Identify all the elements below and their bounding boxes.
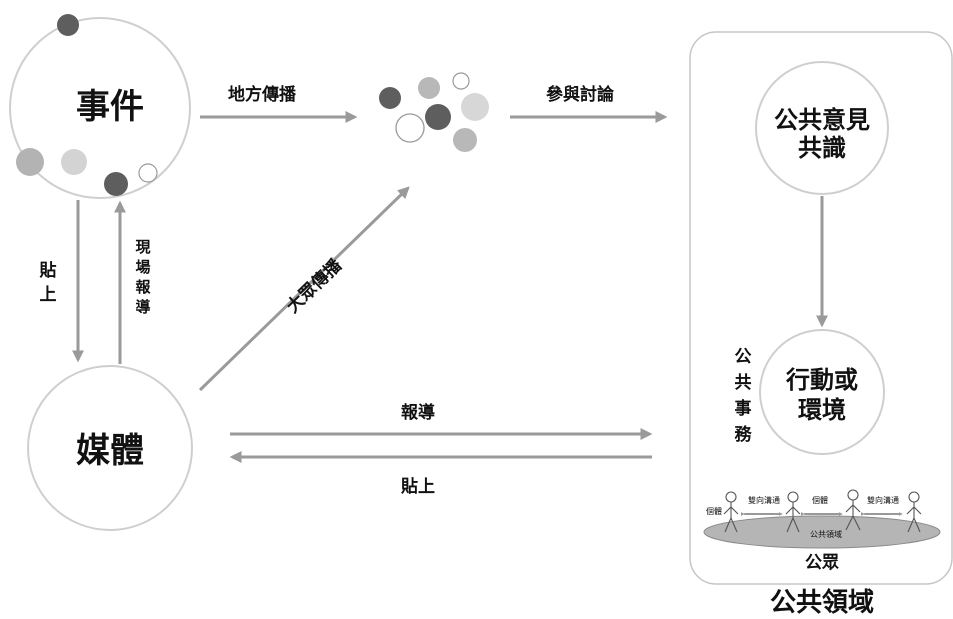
- public-affairs-char-1: 公: [735, 347, 752, 367]
- label-onsite-char-4: 導: [135, 298, 150, 316]
- label-onsite-char-2: 場: [135, 258, 150, 276]
- action-label-2: 環境: [798, 396, 846, 424]
- event-dot-dark-2: [104, 172, 128, 196]
- label-post-char-2: 上: [40, 285, 57, 305]
- scene-label-individual-1: 個體: [706, 506, 722, 516]
- event-dot-gray: [16, 148, 44, 176]
- event-dot-dark: [57, 14, 79, 36]
- public-sphere-title: 公共領域: [770, 587, 874, 618]
- scene-label-individual-2: 個體: [812, 495, 828, 505]
- opinion-label-1: 公共意見: [774, 106, 870, 134]
- label-onsite-char-3: 報: [135, 278, 151, 296]
- public-sphere-frame: [689, 31, 953, 585]
- label-participate-discuss: 參與討論: [546, 84, 615, 105]
- event-dot-light: [61, 149, 87, 175]
- bubble-cluster: [379, 72, 489, 152]
- event-label: 事件: [76, 87, 144, 127]
- label-post-char-1: 貼: [39, 260, 57, 281]
- action-label-1: 行動或: [785, 366, 858, 394]
- event-circle: [9, 17, 191, 199]
- action-circle: [759, 329, 885, 455]
- label-post-bottom: 貼上: [400, 476, 435, 497]
- public-affairs-char-2: 共: [735, 373, 752, 393]
- scene-label-dialogue-1: 雙向溝通: [748, 495, 780, 505]
- scene-label-dialogue-2: 雙向溝通: [867, 495, 899, 505]
- label-local-spread: 地方傳播: [228, 84, 297, 105]
- opinion-circle: [755, 61, 889, 195]
- label-report: 報導: [401, 402, 435, 423]
- media-circle: [27, 365, 193, 531]
- label-onsite-char-1: 現: [135, 238, 150, 256]
- opinion-label-2: 共識: [798, 134, 846, 162]
- arrow-mass-spread: [198, 186, 410, 392]
- public-affairs-char-4: 務: [735, 424, 753, 445]
- public-label: 公眾: [805, 553, 839, 573]
- public-affairs-char-3: 事: [735, 399, 752, 419]
- media-label: 媒體: [76, 431, 144, 471]
- public-ground-label: 公共領域: [810, 529, 842, 539]
- label-mass-spread: 大眾傳播: [282, 254, 346, 317]
- public-ground: [703, 515, 941, 549]
- event-dot-outline: [138, 163, 158, 183]
- public-scene: 公共領域 個體 雙向溝通 個體 雙向溝通: [703, 489, 941, 549]
